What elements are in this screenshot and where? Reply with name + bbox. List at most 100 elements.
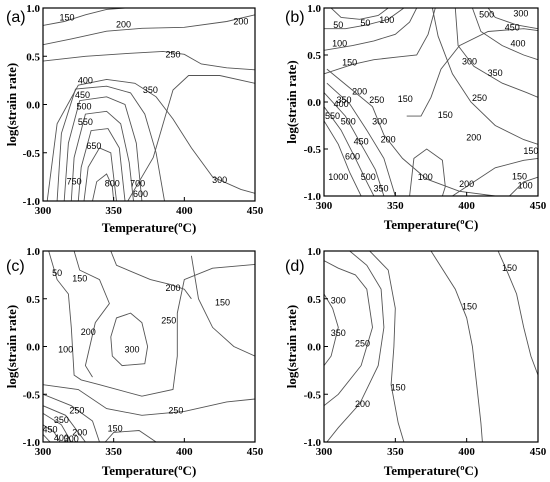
y-axis-title: log(strain rate) xyxy=(4,63,19,146)
contour-label: 100 xyxy=(518,181,533,191)
contour-label: 250 xyxy=(369,95,384,105)
contour-line xyxy=(92,173,115,201)
x-tick-label: 450 xyxy=(530,200,547,212)
contour-label: 200 xyxy=(459,179,474,189)
contour-line xyxy=(452,157,538,196)
contour-line xyxy=(83,147,117,201)
y-tick-label: 0.5 xyxy=(307,50,321,62)
x-axis-title: Temperature(ºC) xyxy=(384,463,479,478)
contour-label: 200 xyxy=(352,87,367,97)
x-tick-label: 300 xyxy=(316,446,333,458)
contour-label: 100 xyxy=(379,15,394,25)
contour-label: 100 xyxy=(418,172,433,182)
y-tick-label: -0.5 xyxy=(304,389,322,401)
plot-frame xyxy=(42,7,256,202)
contour-line xyxy=(326,68,496,196)
contour-label: 350 xyxy=(331,328,346,338)
x-tick-label: 400 xyxy=(176,205,193,217)
contour-line xyxy=(43,14,255,46)
contour-label: 250 xyxy=(166,49,181,59)
contour-label: 50 xyxy=(333,20,343,30)
contour-line xyxy=(110,251,192,300)
contour-line xyxy=(430,251,483,442)
contour-line xyxy=(431,8,538,145)
contour-label: 400 xyxy=(54,433,69,443)
y-axis-title: log(strain rate) xyxy=(284,305,299,388)
contour-label: 250 xyxy=(355,339,370,349)
contour-label: 350 xyxy=(488,68,503,78)
x-tick-label: 300 xyxy=(316,200,333,212)
contour-line xyxy=(487,8,538,30)
contour-label: 450 xyxy=(43,425,58,435)
y-tick-label: 0.0 xyxy=(26,100,40,112)
y-tick-label: 1.0 xyxy=(26,246,40,258)
contour-line xyxy=(127,75,255,201)
contour-label: 200 xyxy=(81,327,96,337)
contour-label: 450 xyxy=(354,136,369,146)
contour-label: 400 xyxy=(511,39,526,49)
contour-label: 750 xyxy=(67,177,82,187)
contour-line xyxy=(43,50,255,71)
contour-line xyxy=(324,106,375,196)
contour-line xyxy=(70,110,134,201)
contour-label: 200 xyxy=(355,399,370,409)
contour-lines xyxy=(324,251,538,442)
contour-label: 500 xyxy=(341,117,356,127)
contour-line xyxy=(406,28,538,117)
contour-label: 450 xyxy=(75,90,90,100)
contour-line xyxy=(324,260,373,407)
x-tick-label: 450 xyxy=(247,446,264,458)
contour-lines xyxy=(43,251,255,442)
contour-label: 50 xyxy=(52,268,62,278)
contour-label: 600 xyxy=(345,152,360,162)
contour-label: 300 xyxy=(462,57,477,67)
contour-label: 200 xyxy=(466,133,481,143)
contour-label: 250 xyxy=(161,316,176,326)
contour-label: 200 xyxy=(166,283,181,293)
panel-label: (d) xyxy=(285,258,305,275)
contour-label: 200 xyxy=(72,427,87,437)
y-axis-title: log(strain rate) xyxy=(4,305,19,388)
contour-line xyxy=(471,8,538,61)
contour-label: 250 xyxy=(168,405,183,415)
contour-line xyxy=(73,251,110,378)
contour-label: 150 xyxy=(215,298,230,308)
y-axis-title: log(strain rate) xyxy=(284,60,299,143)
contour-line xyxy=(77,128,126,201)
contour-line xyxy=(497,251,538,376)
y-tick-label: 0.5 xyxy=(26,51,40,63)
x-tick-label: 450 xyxy=(247,205,264,217)
contour-label: 150 xyxy=(462,301,477,311)
contour-label: 200 xyxy=(116,19,131,29)
contour-line xyxy=(324,8,405,30)
contour-label: 150 xyxy=(398,94,413,104)
y-tick-label: 1.0 xyxy=(26,3,40,15)
y-tick-label: -1.0 xyxy=(304,437,322,449)
contour-line xyxy=(43,393,100,442)
x-tick-label: 450 xyxy=(530,446,547,458)
contour-label: 100 xyxy=(332,39,347,49)
y-tick-label: 0.5 xyxy=(26,294,40,306)
panel-label: (a) xyxy=(6,9,26,26)
x-tick-label: 350 xyxy=(105,205,122,217)
x-axis-title: Temperature(ºC) xyxy=(102,463,197,478)
y-tick-label: -1.0 xyxy=(23,437,41,449)
contour-line xyxy=(190,255,255,357)
contour-label: 450 xyxy=(505,23,520,33)
contour-line xyxy=(326,251,385,442)
contour-label: 150 xyxy=(342,58,357,68)
contour-label: 200 xyxy=(233,17,248,27)
x-tick-label: 350 xyxy=(387,200,404,212)
contour-line xyxy=(43,434,51,442)
contour-label: 150 xyxy=(512,171,527,181)
contour-label: 250 xyxy=(472,93,487,103)
x-tick-label: 300 xyxy=(35,446,52,458)
contour-line xyxy=(454,8,538,98)
contour-line xyxy=(509,176,538,196)
y-tick-label: 0.0 xyxy=(307,342,321,354)
contour-label: 400 xyxy=(78,75,93,85)
x-tick-label: 350 xyxy=(387,446,404,458)
contour-label: 150 xyxy=(391,383,406,393)
y-tick-label: -0.5 xyxy=(23,389,41,401)
